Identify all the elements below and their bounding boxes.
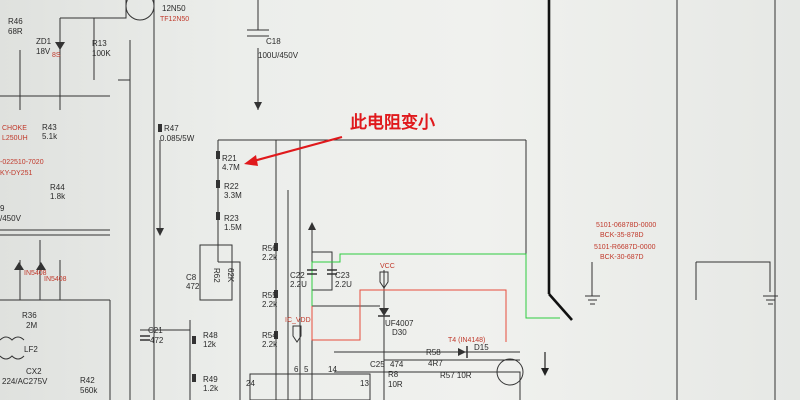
r47-label: R47: [164, 124, 179, 133]
zd1-value: 18V: [36, 47, 51, 56]
choke-label: CHOKE: [2, 125, 27, 132]
r43-value: 5.1k: [42, 132, 58, 141]
cx2-label: CX2: [26, 367, 42, 376]
part-b2: BCK-30-687D: [600, 254, 644, 261]
d30-part: UF4007: [385, 319, 414, 328]
r48-label: R48: [203, 331, 218, 340]
r47-value: 0.085/5W: [160, 134, 195, 143]
q-part-label: 12N50: [162, 4, 186, 13]
r56-label: R56: [262, 244, 277, 253]
c18-label: C18: [266, 37, 281, 46]
cap9-value: /450V: [0, 214, 22, 223]
transistor-symbol: [125, 0, 155, 21]
r54-label: R54: [262, 331, 277, 340]
labels: 12N50 TF12N50 R46 68R ZD1 18V 8S R13 100…: [0, 4, 656, 395]
cap9-label: 9: [0, 204, 5, 213]
r46-value: 68R: [8, 27, 23, 36]
r58-value: 4R7: [428, 359, 443, 368]
t4-label: T4 (IN4148): [448, 337, 485, 344]
r62-value: 62K: [226, 268, 235, 283]
part-a2: BCK-35-878D: [600, 232, 644, 239]
r8-label: R8: [388, 370, 399, 379]
r23-label: R23: [224, 214, 239, 223]
r44-value: 1.8k: [50, 192, 66, 201]
cx2-value: 224/AC275V: [2, 377, 48, 386]
r62-label: R62: [212, 268, 221, 283]
c22-value: 2.2U: [290, 280, 307, 289]
c8-label: C8: [186, 273, 197, 282]
c18-value: 100U/450V: [258, 51, 299, 60]
r42-value: 560k: [80, 386, 98, 395]
annotation-text: 此电阻变小: [350, 112, 435, 133]
q-alt-label: TF12N50: [160, 16, 189, 23]
choke-value: L250UH: [2, 135, 28, 142]
pin-24: 24: [246, 379, 255, 388]
r42-label: R42: [80, 376, 95, 385]
choke-part2: KY-DY251: [0, 170, 33, 177]
c23-value: 2.2U: [335, 280, 352, 289]
r13-label: R13: [92, 39, 107, 48]
r49-label: R49: [203, 375, 218, 384]
wires: [0, 0, 778, 400]
d30-label: D30: [392, 328, 407, 337]
red-trace: [311, 289, 507, 342]
lf2-label: LF2: [24, 345, 38, 354]
c21-label: C21: [148, 326, 163, 335]
ic-body: [249, 373, 371, 400]
r56-value: 2.2k: [262, 253, 278, 262]
c8-value: 472: [186, 282, 200, 291]
r21-label: R21: [222, 154, 237, 163]
r23-value: 1.5M: [224, 223, 242, 232]
green-trace: [311, 253, 560, 319]
r49-value: 1.2k: [203, 384, 219, 393]
r44-label: R44: [50, 183, 65, 192]
pin-13: 13: [360, 379, 369, 388]
r36-label: R36: [22, 311, 37, 320]
r8-value: 10R: [388, 380, 403, 389]
pin-6: 6: [294, 365, 299, 374]
c25-label: C25: [370, 360, 385, 369]
annotation-arrow: [244, 135, 343, 166]
zd1-red: 8S: [52, 52, 61, 59]
c25-value: 474: [390, 360, 404, 369]
r22-label: R22: [224, 182, 239, 191]
part-a1: 5101-06878D-0000: [596, 222, 656, 229]
component-marks: [0, 42, 549, 400]
pin-14: 14: [328, 365, 337, 374]
c21-value: 472: [150, 336, 164, 345]
r57-label: R57 10R: [440, 371, 472, 380]
r22-value: 3.3M: [224, 191, 242, 200]
r13-value: 100K: [92, 49, 111, 58]
ic-vdd-label: IC_VDD: [285, 317, 311, 324]
pin-5: 5: [304, 365, 309, 374]
r21-value: 4.7M: [222, 163, 240, 172]
d-in-label: IN5408: [24, 270, 47, 277]
zd1-label: ZD1: [36, 37, 52, 46]
r54-value: 2.2k: [262, 340, 278, 349]
r46-label: R46: [8, 17, 23, 26]
r36-value: 2M: [26, 321, 37, 330]
choke-part1: -022510-7020: [0, 159, 44, 166]
r48-value: 12k: [203, 340, 217, 349]
d-in2-label: IN5408: [44, 276, 67, 283]
c23-label: C23: [335, 271, 350, 280]
d15-label: D15: [474, 343, 489, 352]
r58-label: R58: [426, 348, 441, 357]
vcc-label: VCC: [380, 263, 395, 270]
c22-label: C22: [290, 271, 305, 280]
r55-label: R55: [262, 291, 277, 300]
r55-value: 2.2k: [262, 300, 278, 309]
r43-label: R43: [42, 123, 57, 132]
part-b1: 5101-R6687D-0000: [594, 244, 656, 251]
